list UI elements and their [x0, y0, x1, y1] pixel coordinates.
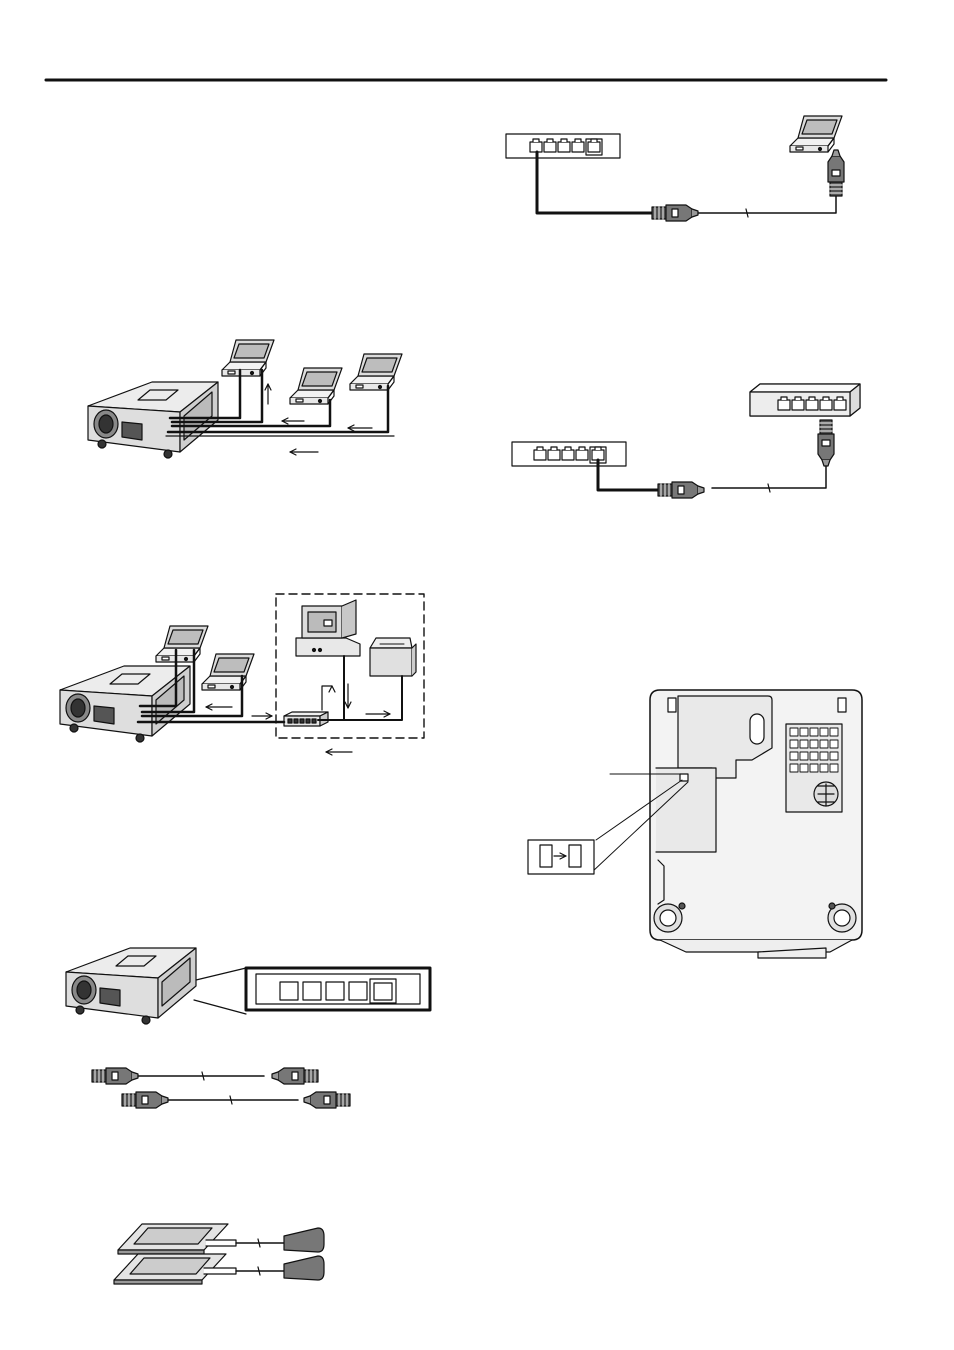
projector-lan-ports-illustration	[66, 948, 430, 1024]
lan-cable-illustration	[92, 1068, 350, 1108]
network-hub-to-laptop-illustration	[506, 116, 844, 221]
projector-lan-illustration	[60, 594, 424, 755]
pc-card-illustration	[114, 1224, 324, 1284]
projector-laptops-illustration	[88, 340, 402, 458]
projector-bottom-switch-illustration	[528, 690, 862, 958]
hub-cascade-illustration	[512, 384, 860, 498]
